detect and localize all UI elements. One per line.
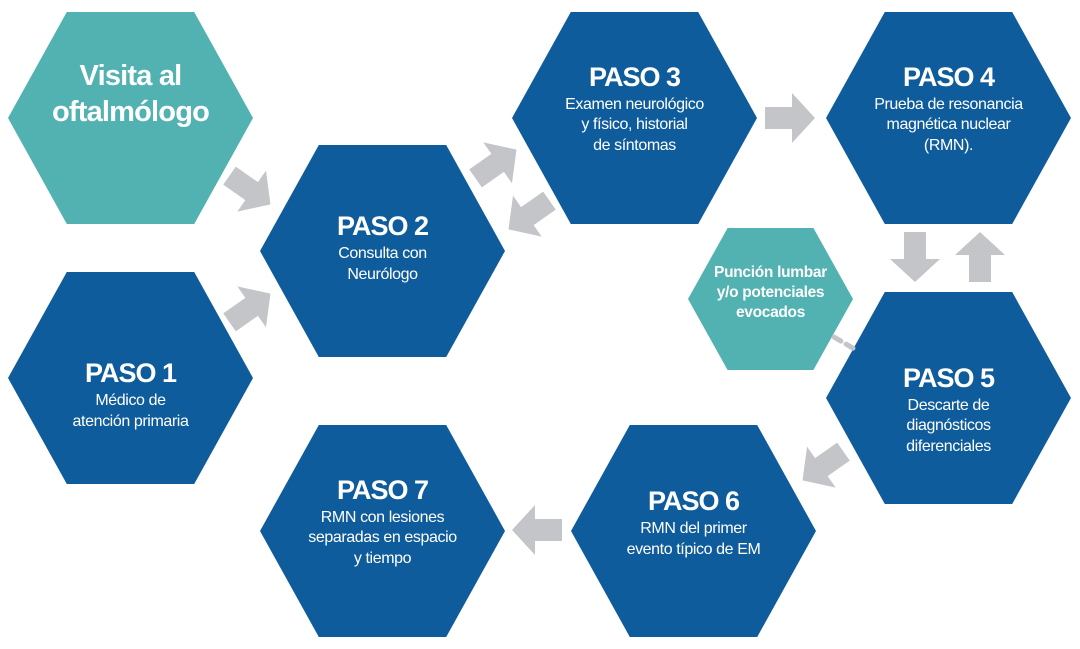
hexagon-lumbar xyxy=(688,228,853,370)
hexagon-step5 xyxy=(826,292,1071,504)
step3-desc-line: y físico, historial xyxy=(581,116,688,134)
step5-desc-line: Descarte de xyxy=(907,396,990,414)
step4-desc: Prueba de resonancia magnética nuclear (… xyxy=(874,95,1023,157)
step3-desc-line: Examen neurológico xyxy=(565,95,704,113)
step2-title: PASO 2 xyxy=(336,211,429,242)
arrow-step2-to-step3 xyxy=(469,142,517,188)
hexagon-step3 xyxy=(512,12,757,224)
step3-title: PASO 3 xyxy=(588,61,681,92)
step7-desc: RMN con lesiones separadas en espacio y … xyxy=(308,508,457,570)
node-step5-label: PASO 5 Descarte de diagnósticos diferenc… xyxy=(826,292,1071,504)
lumbar-line: evocados xyxy=(735,304,806,322)
step7-desc-line: y tiempo xyxy=(353,550,412,568)
step2-desc-line: Consulta con xyxy=(338,245,427,263)
hexagon-step6 xyxy=(571,425,816,637)
arrow-step5-to-step6 xyxy=(802,442,850,488)
node-step2-label: PASO 2 Consulta con Neurólogo xyxy=(260,145,505,357)
node-step1-label: PASO 1 Médico de atención primaria xyxy=(8,272,253,484)
step5-desc: Descarte de diagnósticos diferenciales xyxy=(906,396,991,458)
dashed-link-lumbar-to-step5 xyxy=(831,334,859,353)
node-step3-label: PASO 3 Examen neurológico y físico, hist… xyxy=(512,12,757,224)
node-lumbar-label: Punción lumbar y/o potenciales evocados xyxy=(688,228,853,370)
step3-desc: Examen neurológico y físico, historial d… xyxy=(565,95,704,157)
arrow-step3-to-step4 xyxy=(765,93,815,143)
arrow-step5-to-step4 xyxy=(955,232,1005,282)
hexagon-step7 xyxy=(260,425,505,637)
step7-desc-line: RMN con lesiones xyxy=(320,508,445,526)
step7-desc-line: separadas en espacio xyxy=(308,529,457,547)
step5-title: PASO 5 xyxy=(902,362,995,393)
step4-title: PASO 4 xyxy=(902,61,995,92)
step6-desc-line: RMN del primer xyxy=(640,520,747,538)
step1-desc: Médico de atención primaria xyxy=(73,391,189,433)
step4-desc-line: (RMN). xyxy=(923,137,974,155)
step3-desc-line: de síntomas xyxy=(593,137,676,155)
step7-title: PASO 7 xyxy=(336,474,429,505)
hexagon-step2 xyxy=(260,145,505,357)
step6-desc: RMN del primer evento típico de EM xyxy=(627,519,761,561)
node-ophthalmologist-line2: oftalmólogo xyxy=(51,96,210,128)
node-ophthalmologist-line1: Visita al xyxy=(79,59,183,92)
arrow-step4-to-step5 xyxy=(890,232,940,282)
lumbar-line: y/o potenciales xyxy=(716,283,825,301)
hexagon-ophthalmologist xyxy=(8,12,253,224)
step4-desc-line: magnética nuclear xyxy=(886,116,1011,134)
step4-desc-line: Prueba de resonancia xyxy=(874,95,1023,113)
arrow-ophthalmologist-to-step2 xyxy=(223,166,271,212)
arrow-step3-to-step2 xyxy=(508,191,556,237)
step5-desc-line: diagnósticos xyxy=(906,417,991,435)
step2-desc: Consulta con Neurólogo xyxy=(338,244,427,286)
step6-desc-line: evento típico de EM xyxy=(626,540,761,558)
node-step4-label: PASO 4 Prueba de resonancia magnética nu… xyxy=(826,12,1071,224)
step2-desc-line: Neurólogo xyxy=(347,265,418,283)
node-step6-label: PASO 6 RMN del primer evento típico de E… xyxy=(571,425,816,637)
hexagon-step4 xyxy=(826,12,1071,224)
arrow-step6-to-step7 xyxy=(512,505,562,555)
step5-desc-line: diferenciales xyxy=(906,438,991,456)
arrow-step1-to-step2 xyxy=(223,286,271,332)
step1-desc-line: atención primaria xyxy=(72,412,189,430)
lumbar-line: Punción lumbar xyxy=(714,263,827,281)
node-step7-label: PASO 7 RMN con lesiones separadas en esp… xyxy=(260,425,505,637)
step1-title: PASO 1 xyxy=(84,358,177,389)
node-ophthalmologist-label: Visita al oftalmólogo xyxy=(8,12,253,224)
step1-desc-line: Médico de xyxy=(95,392,166,410)
hexagon-step1 xyxy=(8,272,253,484)
step6-title: PASO 6 xyxy=(647,486,740,517)
